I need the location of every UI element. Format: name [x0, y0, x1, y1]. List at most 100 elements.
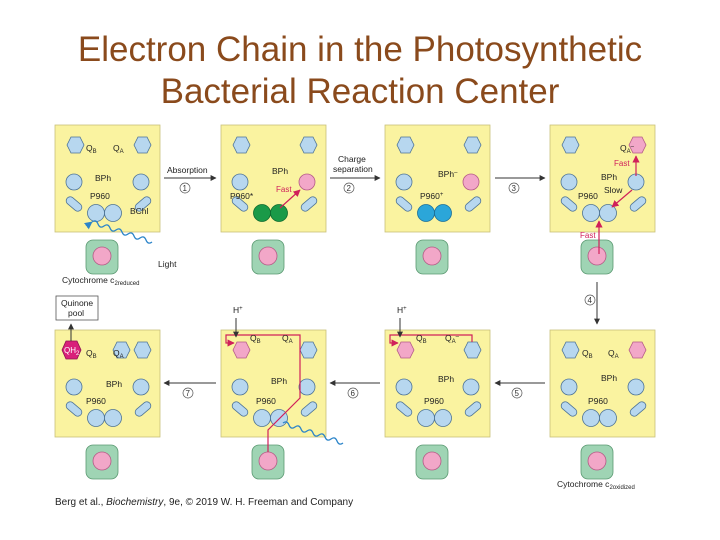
- qa-hexagon: [299, 341, 318, 359]
- p960-right: [270, 204, 288, 222]
- p960-right: [104, 409, 122, 427]
- credit-book: Biochemistry: [106, 497, 164, 508]
- p960-star-label: P960*: [230, 191, 254, 201]
- qa-hexagon: [463, 341, 482, 359]
- charge-label-2: separation: [333, 164, 373, 174]
- heme: [258, 246, 278, 266]
- p960-right: [599, 204, 617, 222]
- panel-3: BPh– P960+: [384, 124, 491, 275]
- qa-hexagon: [628, 136, 647, 154]
- step-2-number: 2: [347, 184, 352, 193]
- step-5-number: 5: [515, 389, 520, 398]
- electron-path-qa-to-qb: [389, 334, 473, 347]
- step-3-circle: [508, 182, 520, 194]
- step-4-number: 4: [588, 296, 593, 305]
- qh2-hexagon: [61, 340, 82, 360]
- fast-label-cytochrome: Fast: [580, 231, 596, 240]
- bph-right: [132, 378, 150, 396]
- bchl-right: [464, 401, 482, 417]
- bchl-left: [395, 401, 413, 417]
- fast-label: Fast: [614, 159, 630, 168]
- qb-hexagon: [232, 136, 251, 154]
- p960-left: [87, 409, 105, 427]
- p960-right: [434, 204, 452, 222]
- qa-hexagon: [628, 341, 647, 359]
- bph-label: BPh: [272, 166, 288, 176]
- bph-label: BPh: [601, 172, 617, 182]
- p960-label: P960: [90, 191, 110, 201]
- bph-left: [395, 378, 413, 396]
- bph-right: [462, 173, 480, 191]
- qb-label: QB: [582, 348, 593, 360]
- p960-left: [582, 204, 600, 222]
- qb-hexagon: [66, 136, 85, 154]
- p960-label: P960: [578, 191, 598, 201]
- bph-right: [298, 378, 316, 396]
- credit-prefix: Berg et al.,: [55, 497, 107, 508]
- light-label: Light: [158, 259, 177, 269]
- p960-label: P960: [588, 396, 608, 406]
- panel-2: BPh P960* Fast: [220, 124, 327, 275]
- bchl-left: [231, 196, 249, 212]
- p960-right: [104, 204, 122, 222]
- qh2-label: QH2: [64, 346, 80, 357]
- light-wave: [84, 220, 153, 244]
- qa-label: QA: [113, 143, 124, 155]
- bph-label: BPh: [106, 379, 122, 389]
- qa-hexagon: [299, 136, 318, 154]
- qb-hexagon: [396, 341, 415, 359]
- fast-label: Fast: [276, 185, 292, 194]
- step-5-circle: [511, 387, 523, 399]
- bchl-left: [65, 196, 83, 212]
- qa-label: QA: [282, 333, 293, 345]
- bchl-right: [629, 401, 647, 417]
- bchl-left: [560, 196, 578, 212]
- bchl-right: [300, 196, 318, 212]
- quinone-pool: Quinone pool: [55, 295, 99, 341]
- bph-label: BPh: [438, 374, 454, 384]
- bph-label: BPh: [601, 373, 617, 383]
- heme: [92, 451, 112, 471]
- quinone-pool-box: [55, 295, 99, 321]
- bchl-label: BChl: [130, 206, 149, 216]
- bchl-right: [134, 196, 152, 212]
- bchl-right: [300, 401, 318, 417]
- bph-label: BPh: [271, 376, 287, 386]
- panel-1: QB QA BPh P960 BChl Light Cytochrome c2r…: [54, 124, 177, 287]
- bchl-left: [65, 401, 83, 417]
- p960-plus-label: P960+: [420, 191, 444, 201]
- qb-hexagon: [232, 341, 251, 359]
- light-wave: [282, 421, 344, 445]
- credit-suffix: , 9e, © 2019 W. H. Freeman and Company: [163, 497, 354, 508]
- bchl-right: [134, 401, 152, 417]
- bph-left: [231, 173, 249, 191]
- p960-label: P960: [424, 396, 444, 406]
- h-plus-label: H+: [233, 305, 243, 315]
- heme: [258, 451, 278, 471]
- cytochrome-oxidized-label: Cytochrome c2oxidized: [557, 479, 635, 491]
- panel-7: H+ QB QA BPh P960: [220, 305, 344, 480]
- bchl-left: [231, 401, 249, 417]
- title-line-1: Electron Chain in the Photosynthetic: [77, 30, 643, 69]
- qb-label: QB: [416, 333, 427, 345]
- qa-label: QA: [608, 348, 619, 360]
- step-6-circle: [347, 387, 359, 399]
- qa-minus-label: QA–: [620, 143, 635, 155]
- qb-label: QB: [250, 333, 261, 345]
- p960-left: [417, 409, 435, 427]
- electron-path-slow: [611, 189, 633, 208]
- panel-5: QB QA BPh P960 Cytochrome c2oxidized: [549, 329, 656, 491]
- p960-right: [599, 409, 617, 427]
- qa-minus-label: QA–: [445, 333, 460, 345]
- bchl-left: [560, 401, 578, 417]
- charge-label-1: Charge: [338, 154, 366, 164]
- bph-label: BPh: [95, 173, 111, 183]
- credit-line: Berg et al., Biochemistry, 9e, © 2019 W.…: [55, 497, 353, 508]
- p960-left: [582, 409, 600, 427]
- slow-label: Slow: [604, 185, 623, 195]
- quinone-pool-line-1: Quinone: [61, 298, 93, 308]
- qb-hexagon: [561, 341, 580, 359]
- heme: [422, 246, 442, 266]
- bchl-left: [395, 196, 413, 212]
